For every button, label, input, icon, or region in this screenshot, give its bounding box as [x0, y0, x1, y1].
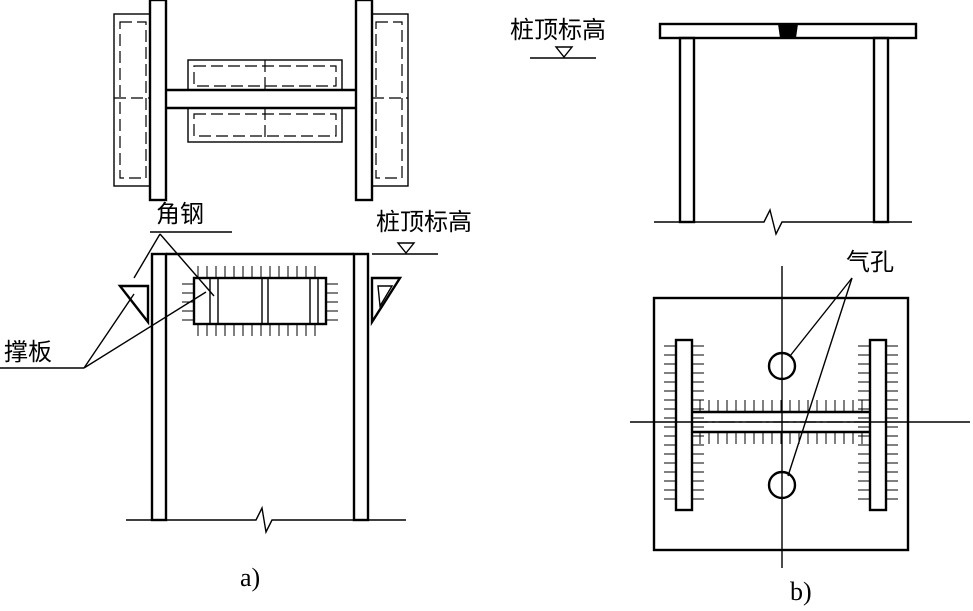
label-angle-steel: 角钢 — [156, 200, 204, 228]
elevation-marker-b — [554, 46, 574, 59]
web-stiffener-3 — [309, 277, 319, 325]
figure-b-plan-view — [630, 266, 970, 568]
label-pile-top-elevation-a: 桩顶标高 — [376, 208, 472, 236]
brace-plate-leader-1 — [83, 293, 135, 369]
vent-hole-leader-1 — [789, 277, 853, 357]
b-plan-right-flange — [868, 338, 888, 512]
label-pile-top-elevation-b: 桩顶标高 — [510, 16, 606, 44]
left-plate-hidden-edge — [119, 21, 147, 179]
left-angle-steel — [117, 284, 150, 326]
figure-a-plan-view — [113, 0, 409, 202]
caption-b: b) — [790, 577, 812, 606]
right-angle-steel-inner — [377, 285, 394, 309]
right-plate-hidden-edge — [375, 21, 403, 179]
web-stiffener-1 — [209, 277, 219, 325]
label-vent-hole: 气孔 — [846, 248, 894, 276]
angle-steel-leader-2 — [133, 233, 161, 279]
elevation-web-plate — [192, 276, 328, 326]
vent-hole-upper — [767, 351, 797, 381]
end-plate — [652, 296, 910, 552]
weld-marks-a — [182, 266, 338, 336]
label-brace-plate: 撑板 — [4, 338, 52, 366]
right-angle-steel — [370, 276, 403, 327]
web-stiffener-2 — [261, 277, 269, 325]
vent-hole-leader-2 — [787, 277, 853, 477]
angle-steel-leader-1 — [159, 233, 215, 297]
brace-plate-leader-2 — [83, 291, 207, 369]
break-line-b — [654, 207, 912, 237]
left-flange — [148, 0, 168, 202]
right-splice-plate — [371, 13, 409, 187]
elevation-right-flange — [352, 252, 370, 522]
b-right-flange — [872, 36, 890, 224]
b-left-flange — [678, 36, 696, 224]
right-flange — [354, 0, 374, 202]
elevation-left-flange — [150, 252, 168, 522]
caption-a: a) — [240, 563, 260, 592]
figure-b-elevation-view — [530, 22, 918, 237]
weld-marks-b — [664, 345, 898, 500]
weld-bead — [778, 24, 798, 38]
vent-hole-lower — [767, 470, 797, 500]
break-line-a — [126, 505, 406, 535]
figure-a-elevation-view — [0, 231, 438, 535]
elevation-marker-a — [396, 242, 416, 255]
b-plan-left-flange — [674, 338, 694, 512]
